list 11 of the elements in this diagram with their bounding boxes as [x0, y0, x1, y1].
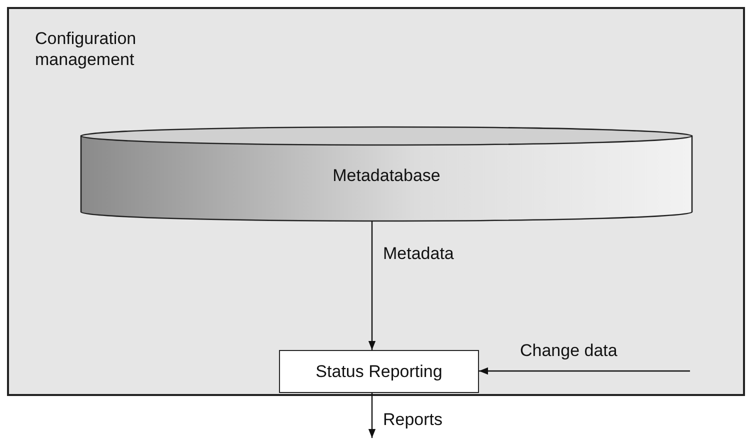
arrow: [479, 367, 690, 375]
node-label: Status Reporting: [316, 362, 442, 382]
edge-label: Reports: [383, 410, 443, 430]
node-label: Metadatabase: [332, 166, 442, 186]
edge-label: Metadata: [383, 244, 454, 264]
arrow: [368, 221, 376, 350]
arrow: [368, 393, 376, 438]
process-box: [279, 350, 479, 393]
panel-title: Configuration management: [35, 28, 138, 70]
panel: [7, 7, 745, 396]
edge-label: Change data: [520, 341, 618, 361]
